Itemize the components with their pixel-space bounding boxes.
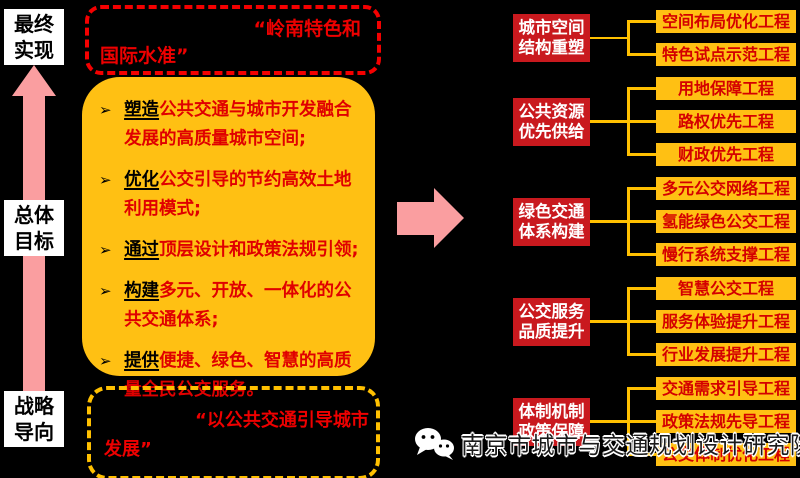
goal-text: 塑造公共交通与城市开发融合发展的高质量城市空间; (124, 100, 352, 149)
project-box: 慢行系统支撑工程 (627, 243, 796, 266)
goal-text: 提供便捷、绿色、智慧的高质量全民公交服务。 (124, 351, 352, 400)
goal-text: 通过顶层设计和政策法规引领; (124, 240, 359, 260)
category-box: 城市空间 结构重塑 (513, 14, 590, 62)
project-column: 智慧公交工程服务体验提升工程行业发展提升工程 (627, 277, 796, 366)
project-box: 智慧公交工程 (627, 277, 796, 300)
bullet-arrow-icon: ➢ (99, 241, 112, 259)
goal-text: 优化公交引导的节约高效土地利用模式; (124, 170, 352, 219)
project-box: 氢能绿色公交工程 (627, 210, 796, 233)
connector-spine (627, 21, 630, 55)
bullet-arrow-icon: ➢ (99, 171, 112, 189)
project-column: 交通需求引导工程政策法规先导工程公交体制优化工程 (627, 377, 796, 466)
right-arrow-shaft (397, 202, 434, 235)
strategy-text-line2: 发展” (104, 439, 152, 460)
stage-final-achievement: 最终 实现 (4, 9, 64, 65)
project-box: 公交体制优化工程 (627, 443, 796, 466)
project-group: 体制机制 政策保障交通需求引导工程政策法规先导工程公交体制优化工程 (513, 377, 796, 466)
stage-overall-goal: 总体 目标 (4, 200, 64, 256)
project-column: 空间布局优化工程特色试点示范工程 (627, 10, 796, 66)
vision-text-line2: 国际水准” (100, 45, 189, 67)
project-group: 公交服务 品质提升智慧公交工程服务体验提升工程行业发展提升工程 (513, 277, 796, 366)
strategy-dashed-box: “以公共交通引导城市 发展” (87, 386, 380, 478)
goal-item: ➢ 优化公交引导的节约高效土地利用模式; (99, 166, 365, 224)
project-box: 空间布局优化工程 (627, 10, 796, 33)
goals-panel: ➢ 塑造公共交通与城市开发融合发展的高质量城市空间; ➢ 优化公交引导的节约高效土地利… (82, 77, 375, 400)
category-box: 绿色交通 体系构建 (513, 197, 590, 246)
bullet-arrow-icon: ➢ (99, 282, 112, 300)
bullet-arrow-icon: ➢ (99, 101, 112, 119)
goal-item: ➢ 提供便捷、绿色、智慧的高质量全民公交服务。 (99, 347, 365, 405)
goals-list: ➢ 塑造公共交通与城市开发融合发展的高质量城市空间; ➢ 优化公交引导的节约高效土地利… (82, 77, 375, 405)
goal-item: ➢ 构建多元、开放、一体化的公共交通体系; (99, 277, 365, 335)
category-box: 体制机制 政策保障 (513, 397, 590, 446)
project-group: 城市空间 结构重塑空间布局优化工程特色试点示范工程 (513, 10, 796, 66)
bullet-arrow-icon: ➢ (99, 352, 112, 370)
category-box: 公交服务 品质提升 (513, 297, 590, 346)
stage-strategic-orientation: 战略 导向 (4, 391, 64, 447)
watermark-text: 南京市城市与交通规划设计研究院 (461, 433, 800, 459)
project-box: 服务体验提升工程 (627, 310, 796, 333)
project-box: 特色试点示范工程 (627, 43, 796, 66)
category-box: 公共资源 优先供给 (513, 97, 590, 146)
goal-item: ➢ 塑造公共交通与城市开发融合发展的高质量城市空间; (99, 96, 365, 154)
watermark: 南京市城市与交通规划设计研究院 (414, 426, 800, 460)
project-tree: 城市空间 结构重塑空间布局优化工程特色试点示范工程公共资源 优先供给用地保障工程… (513, 10, 796, 466)
project-group: 公共资源 优先供给用地保障工程路权优先工程财政优先工程 (513, 77, 796, 166)
project-column: 用地保障工程路权优先工程财政优先工程 (627, 77, 796, 166)
project-box: 多元公交网络工程 (627, 177, 796, 200)
vision-dashed-box: “岭南特色和 国际水准” (85, 5, 381, 75)
right-arrow-head-icon (434, 188, 464, 248)
project-box: 路权优先工程 (627, 110, 796, 133)
strategy-text-line1: “以公共交通引导城市 (195, 410, 369, 431)
project-box: 财政优先工程 (627, 143, 796, 166)
wechat-icon (415, 428, 454, 460)
project-column: 多元公交网络工程氢能绿色公交工程慢行系统支撑工程 (627, 177, 796, 266)
vision-text-line1: “岭南特色和 (253, 18, 362, 40)
goal-text: 构建多元、开放、一体化的公共交通体系; (124, 281, 352, 330)
project-box: 政策法规先导工程 (627, 410, 796, 433)
connector-lines (590, 10, 656, 66)
project-box: 交通需求引导工程 (627, 377, 796, 400)
up-arrow-head-icon (12, 65, 56, 96)
project-box: 用地保障工程 (627, 77, 796, 100)
project-group: 绿色交通 体系构建多元公交网络工程氢能绿色公交工程慢行系统支撑工程 (513, 177, 796, 266)
goal-item: ➢ 通过顶层设计和政策法规引领; (99, 236, 365, 265)
project-box: 行业发展提升工程 (627, 343, 796, 366)
